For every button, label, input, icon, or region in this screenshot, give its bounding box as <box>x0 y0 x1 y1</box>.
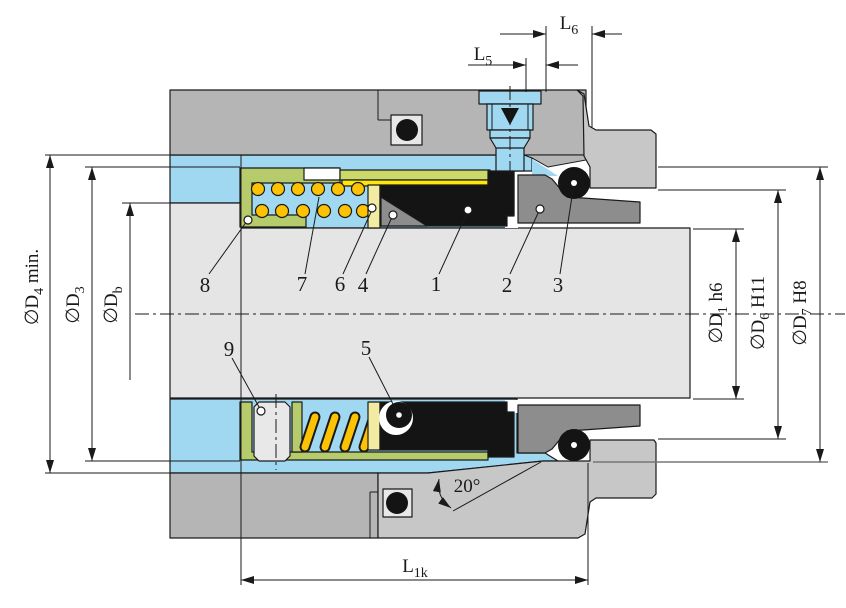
fluid-sliver-top-right <box>532 159 558 176</box>
housing-cover-bottom <box>169 472 379 539</box>
strip-green-top <box>339 169 491 181</box>
leader-6 <box>342 211 372 275</box>
callout-8: 8 <box>200 273 211 297</box>
spring-coil <box>341 413 359 451</box>
callout-3: 3 <box>553 273 564 297</box>
callout-6: 6 <box>335 272 346 296</box>
stationary-seat-top <box>517 174 641 224</box>
housing-wedge-top-right <box>523 154 587 168</box>
d1-label: ∅D1 h6 <box>706 282 731 343</box>
dot-1 <box>463 205 473 215</box>
d3-label: ∅D3 <box>63 286 88 323</box>
stationary-seat-bottom <box>517 404 641 454</box>
d6-label: ∅D6 H11 <box>748 276 773 350</box>
retainer-notch-top <box>303 167 341 181</box>
leader-3 <box>559 189 574 275</box>
spring-coil <box>274 203 290 219</box>
angle-annotation: 20° <box>432 461 542 512</box>
vent-fitting <box>478 86 542 174</box>
leader-9 <box>231 357 260 408</box>
thrust-ring-bottom <box>367 401 381 451</box>
dot-2 <box>535 204 545 214</box>
callout-9: 9 <box>224 337 235 361</box>
o-ring-parting-top <box>396 119 418 141</box>
dimension-l1k: L1k <box>240 155 589 585</box>
spring-coil <box>250 181 266 197</box>
dot-9 <box>256 406 266 416</box>
callout-7: 7 <box>297 272 308 296</box>
spring-coil <box>316 203 332 219</box>
leader-1 <box>438 212 468 275</box>
leader-2 <box>509 210 540 275</box>
clearance-gap-bottom <box>505 400 518 413</box>
dimension-d7: ∅D7 H8 <box>593 166 828 463</box>
gland-plate-top-right <box>576 89 657 189</box>
leader-8 <box>208 220 248 275</box>
leader-5 <box>368 356 397 411</box>
dimension-l5: L5 <box>468 44 578 92</box>
spring-coil <box>310 181 326 197</box>
o-ring-parting-bottom <box>386 492 408 514</box>
dimension-l6: L6 <box>500 13 622 127</box>
spring-coil <box>295 203 311 219</box>
dimension-d6: ∅D6 H11 <box>658 189 786 440</box>
dimension-d4: ∅D4 min. <box>22 154 170 474</box>
spring-coil <box>330 181 346 197</box>
callout-5: 5 <box>361 336 372 360</box>
dot-6 <box>367 203 377 213</box>
spring-coil <box>321 413 339 451</box>
callout-leaders <box>208 189 574 411</box>
spring-coil <box>254 203 270 219</box>
springs-top <box>250 181 371 219</box>
o-ring-bottom-center-dot <box>571 442 577 448</box>
retainer-wall-bottom <box>291 401 303 453</box>
spring-coil <box>301 413 319 451</box>
dimension-db: ∅Db <box>101 202 172 380</box>
l1k-label: L1k <box>402 556 428 581</box>
d7-label: ∅D7 H8 <box>790 280 815 345</box>
clearance-gap-top <box>505 215 518 228</box>
callout-1: 1 <box>431 272 442 296</box>
l5-label: L5 <box>474 44 493 69</box>
dimension-d1: ∅D1 h6 <box>693 228 744 400</box>
spring-coil <box>290 181 306 197</box>
spring-coil <box>337 203 353 219</box>
angle-flank-line <box>452 461 542 512</box>
dot-8 <box>243 215 253 225</box>
dimension-d3: ∅D3 <box>63 166 240 462</box>
spring-coil <box>270 181 286 197</box>
dot-4 <box>388 210 398 220</box>
angle-arc <box>432 478 452 509</box>
rotating-seal-ring-bottom <box>379 401 515 458</box>
callout-dots <box>243 203 545 416</box>
leader-7 <box>304 196 320 275</box>
db-label: ∅Db <box>101 286 126 323</box>
callout-numbers: 8 7 6 4 1 2 3 9 5 <box>200 272 564 361</box>
leader-4 <box>365 216 393 275</box>
angle-label: 20° <box>454 476 481 497</box>
spring-coil <box>350 181 366 197</box>
shaft <box>169 202 691 399</box>
drive-ball-center-dot <box>396 412 402 418</box>
gland-plate-bottom-right <box>377 439 657 539</box>
o-ring-top-center-dot <box>571 180 577 186</box>
d4-label: ∅D4 min. <box>22 249 47 325</box>
callout-2: 2 <box>502 273 513 297</box>
callout-4: 4 <box>358 273 369 297</box>
drive-pin-bottom <box>253 401 291 462</box>
l6-label: L6 <box>560 13 579 38</box>
